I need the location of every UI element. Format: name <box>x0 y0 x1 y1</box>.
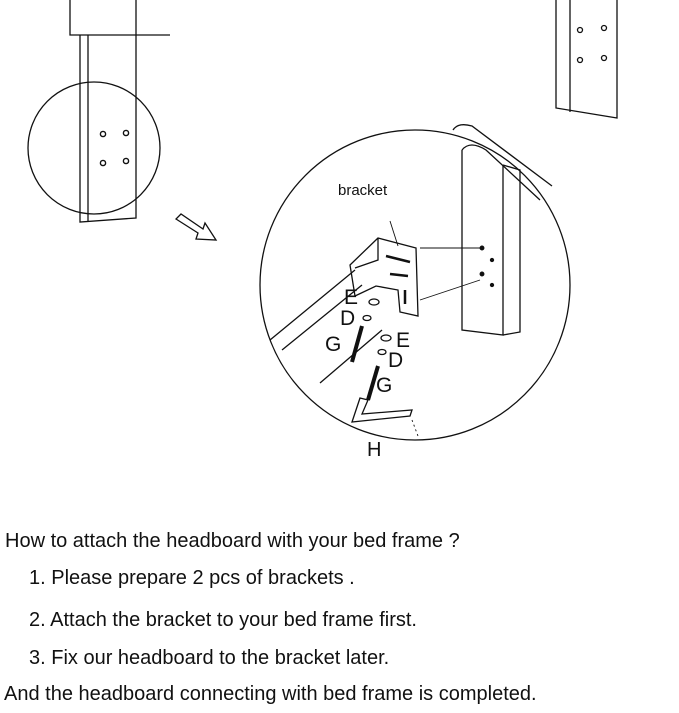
screw-upper <box>350 298 380 363</box>
instructions-conclusion: And the headboard connecting with bed fr… <box>4 683 537 705</box>
right-headboard-leg <box>555 0 618 119</box>
label-e-upper: E <box>344 286 358 309</box>
instructions-question: How to attach the headboard with your be… <box>5 530 460 552</box>
instructions-step-2: 2. Attach the bracket to your bed frame … <box>29 609 417 631</box>
left-headboard-leg <box>69 0 170 223</box>
detail-circle-main <box>259 129 571 441</box>
instructions-step-1: 1. Please prepare 2 pcs of brackets . <box>29 567 355 589</box>
assembly-diagram: bracket E D G E D G H <box>27 0 618 461</box>
label-d-upper: D <box>340 307 355 330</box>
label-d-lower: D <box>388 349 403 372</box>
detail-circle-left <box>27 81 161 215</box>
bracket-part <box>349 220 419 317</box>
allen-key <box>351 397 419 437</box>
label-g-lower: G <box>376 374 392 397</box>
label-bracket: bracket <box>338 182 388 199</box>
bolt-holes-left <box>99 129 130 167</box>
screw-lower <box>366 334 392 401</box>
label-g-upper: G <box>325 333 341 356</box>
instructions-step-3: 3. Fix our headboard to the bracket late… <box>29 647 390 669</box>
bed-frame-rail <box>269 269 383 384</box>
label-e-lower: E <box>396 329 410 352</box>
arrow-icon <box>174 213 218 241</box>
label-h: H <box>367 439 381 461</box>
detail-leg <box>419 124 553 336</box>
